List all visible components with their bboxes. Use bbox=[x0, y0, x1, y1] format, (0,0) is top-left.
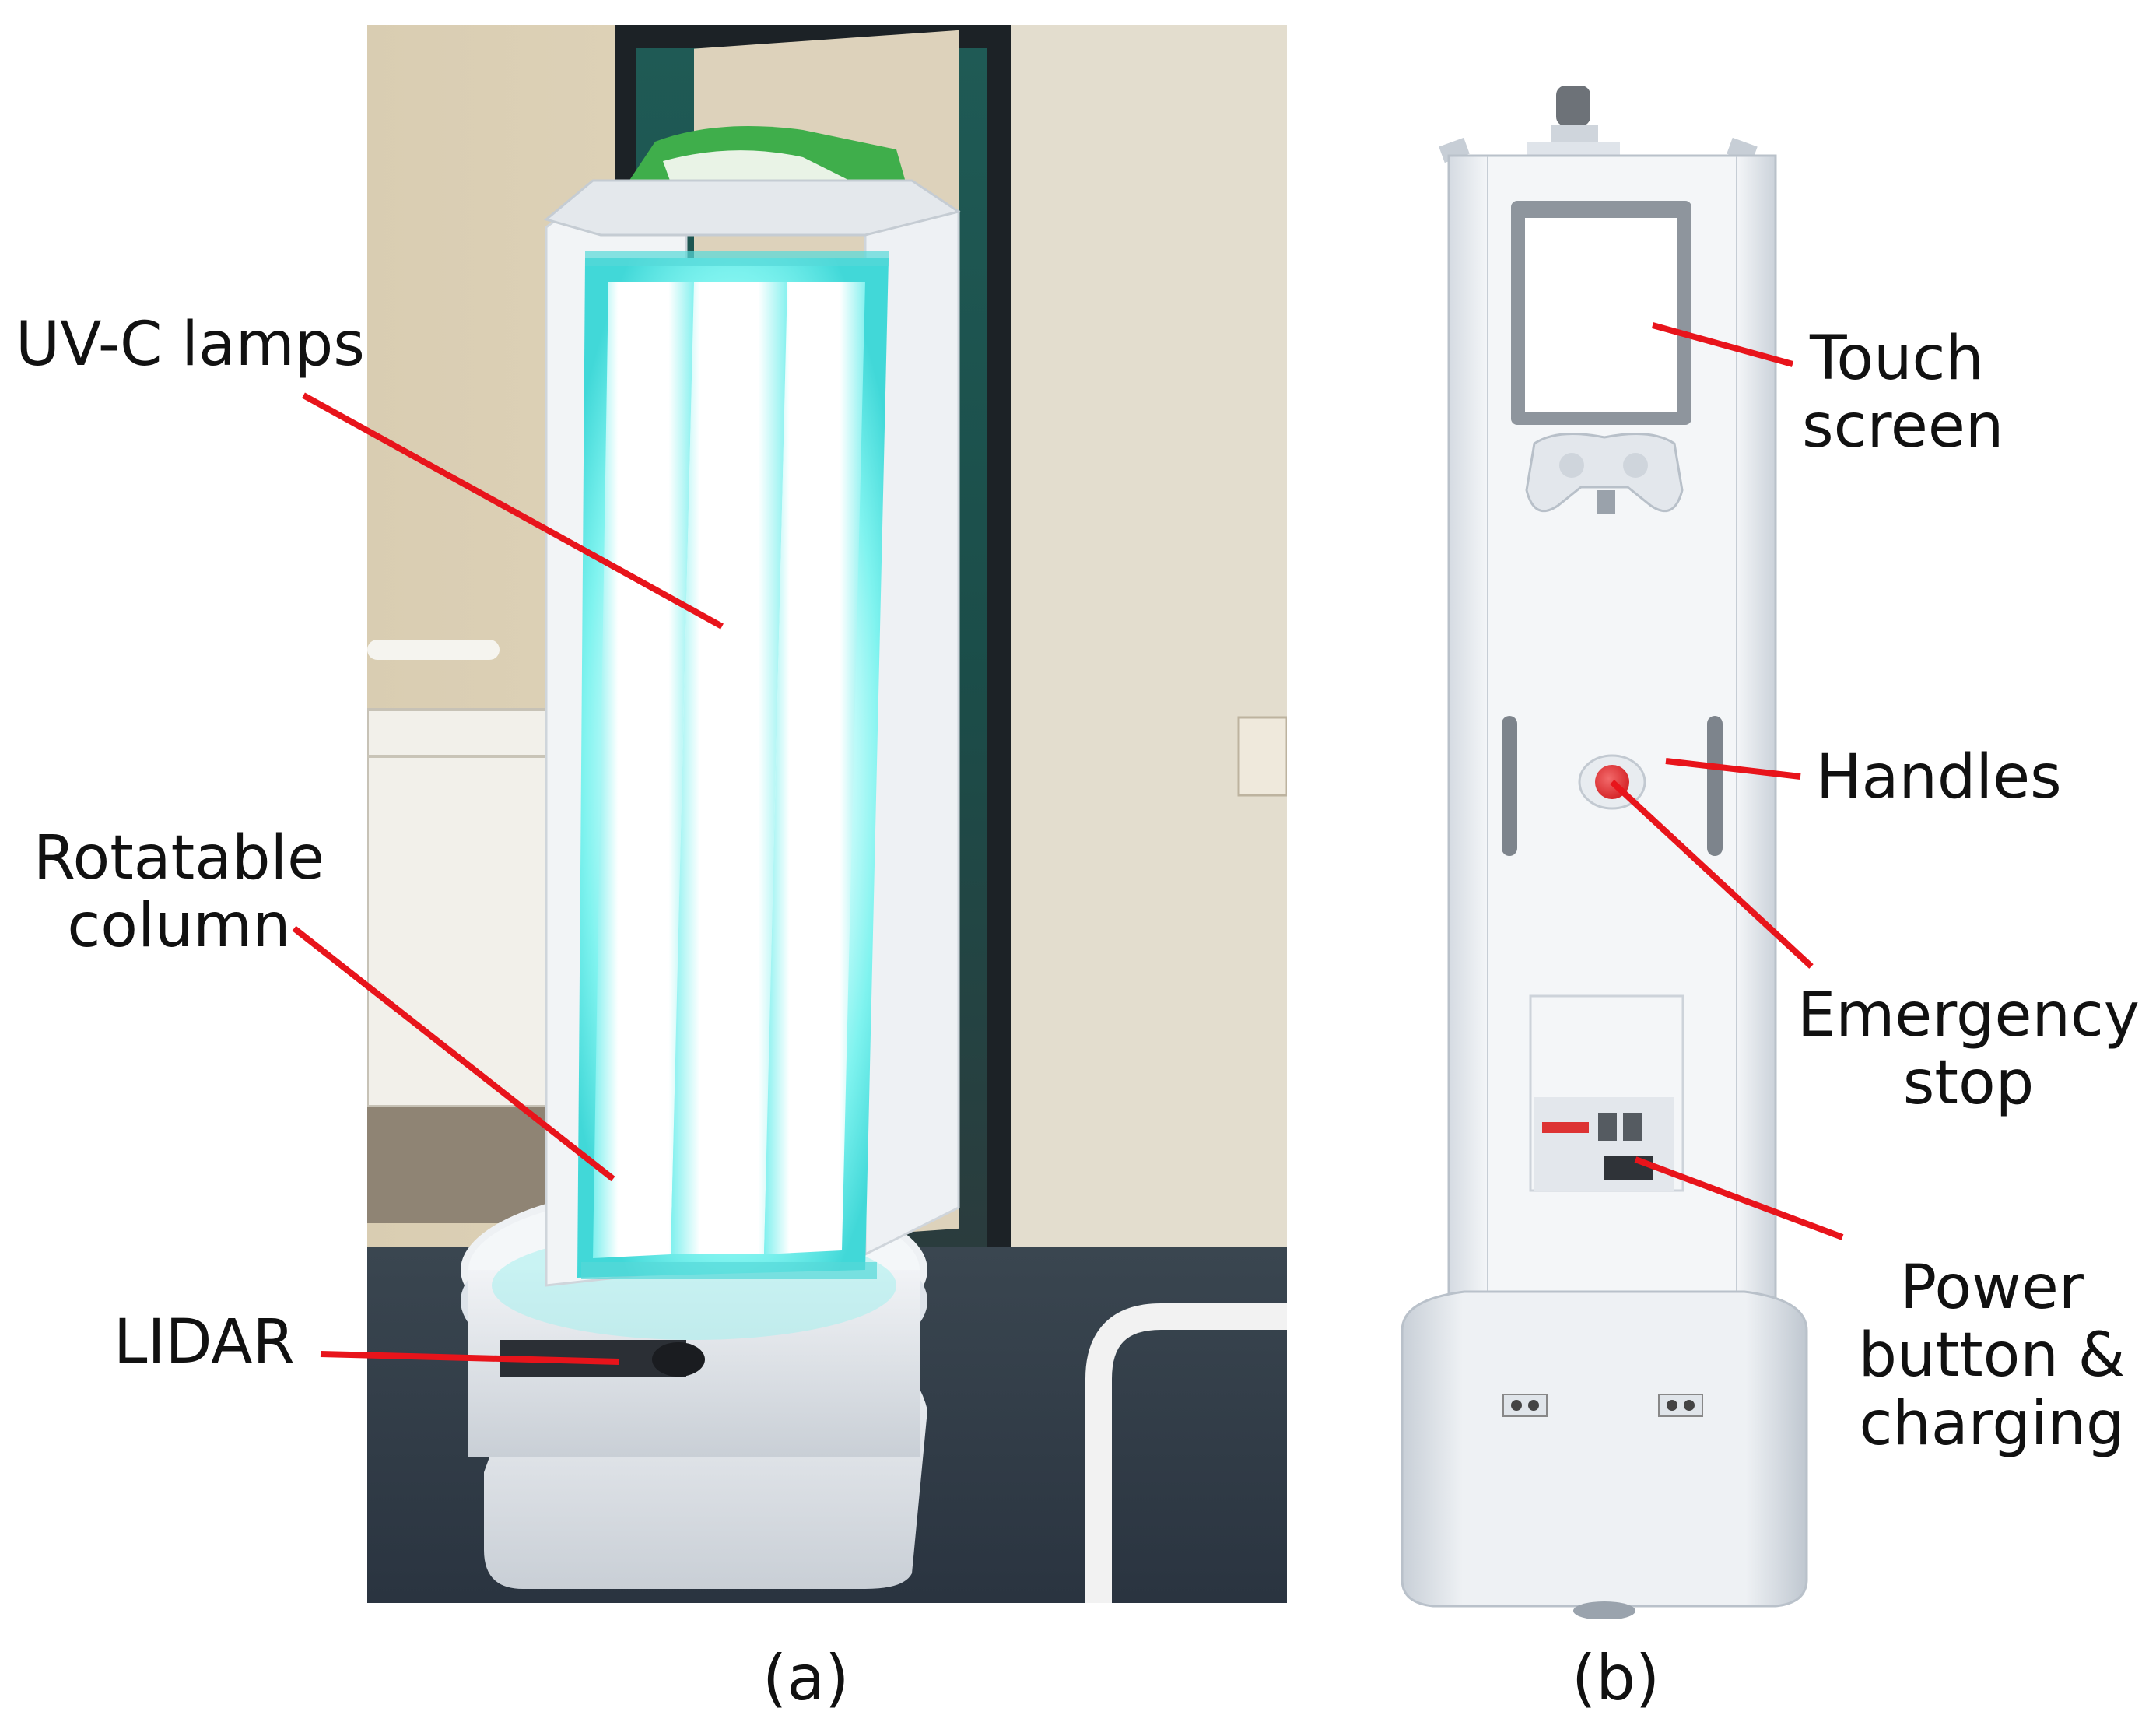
label-handles: Handles bbox=[1816, 742, 2062, 812]
callout-emergency-stop bbox=[1610, 780, 1814, 969]
label-rotatable-column: Rotatable column bbox=[23, 823, 335, 962]
label-rotatable-column-line1: Rotatable bbox=[33, 823, 325, 893]
panel-a-photo bbox=[367, 25, 1287, 1603]
panel-b-render bbox=[1401, 86, 1808, 1619]
label-emergency-stop-line2: stop bbox=[1902, 1048, 2035, 1119]
callout-uvc-lamps bbox=[302, 392, 724, 630]
label-emergency-stop-line1: Emergency bbox=[1797, 980, 2140, 1050]
label-power-charging-line3: charging bbox=[1859, 1388, 2125, 1459]
callout-touch-screen bbox=[1651, 322, 1794, 367]
label-touch-screen-line2: screen bbox=[1802, 391, 2004, 462]
label-emergency-stop: Emergency stop bbox=[1797, 980, 2140, 1119]
callout-rotatable-column bbox=[292, 925, 615, 1182]
label-uvc-lamps: UV-C lamps bbox=[16, 310, 365, 380]
callout-power-charging bbox=[1634, 1156, 1844, 1240]
caption-panel-b: (b) bbox=[1572, 1642, 1660, 1714]
callout-handles bbox=[1665, 758, 1801, 780]
label-touch-screen-line1: Touch bbox=[1810, 324, 1984, 394]
label-power-charging: Power button & charging bbox=[1836, 1254, 2147, 1458]
callout-lidar bbox=[320, 1351, 620, 1365]
label-touch-screen: Touch screen bbox=[1802, 324, 2004, 462]
label-lidar: LIDAR bbox=[114, 1307, 295, 1377]
label-power-charging-line2: button & bbox=[1858, 1320, 2126, 1391]
caption-panel-a: (a) bbox=[762, 1642, 850, 1714]
label-rotatable-column-line2: column bbox=[67, 891, 291, 962]
label-power-charging-line1: Power bbox=[1900, 1253, 2084, 1323]
